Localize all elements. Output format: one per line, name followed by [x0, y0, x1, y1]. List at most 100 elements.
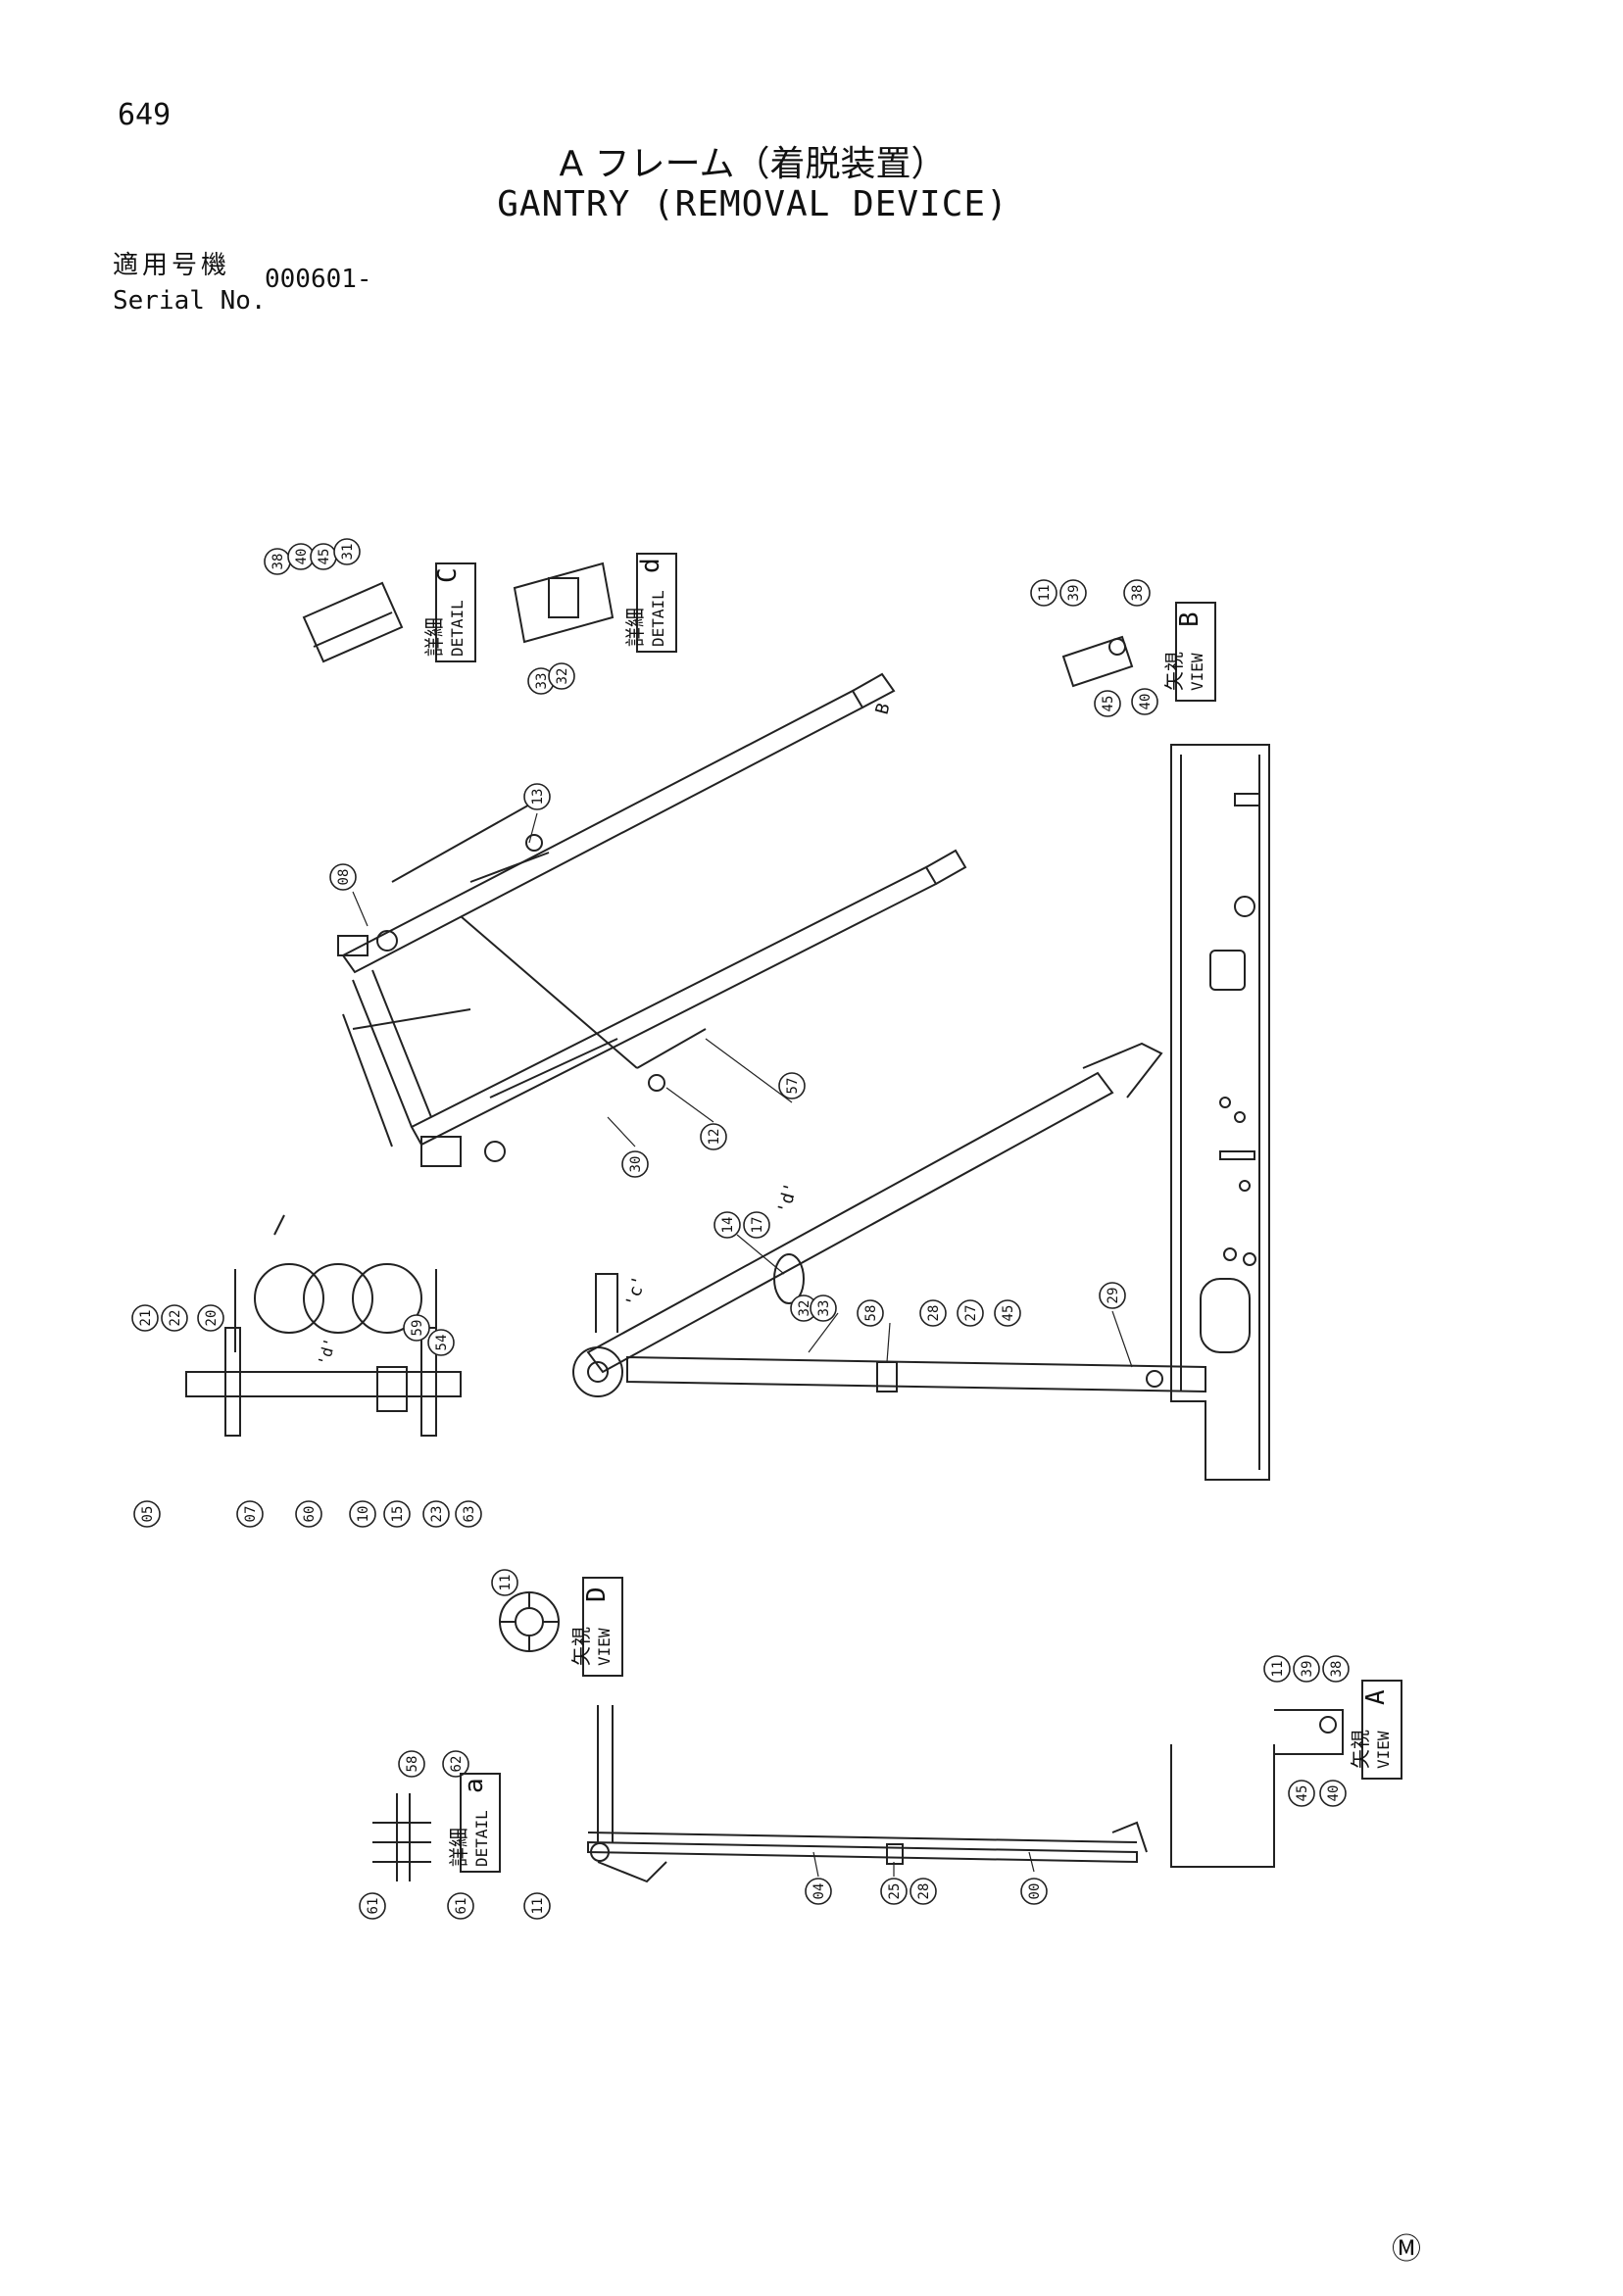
detail-d-part: [513, 562, 615, 644]
callout-circle-mid: [1099, 1282, 1126, 1309]
callout-number-left_assembly: 54: [434, 1335, 450, 1351]
main-column: [1170, 744, 1270, 1481]
callout-number-view_a: 11: [1270, 1661, 1286, 1678]
detail-c-jp: 詳細: [422, 617, 446, 657]
detail-c-letter: C: [433, 567, 463, 583]
callout-number-upper_frame: 12: [707, 1129, 722, 1146]
detail-c-en: DETAIL: [448, 600, 467, 657]
callout-number-mid: 45: [1001, 1305, 1016, 1322]
callout-number-left_assembly: 63: [462, 1506, 477, 1523]
callout-number-mid: 29: [1106, 1288, 1121, 1304]
view-b-jp: 矢視: [1162, 652, 1186, 691]
callout-number-view_a: 39: [1300, 1661, 1315, 1678]
callout-circle-mid: [743, 1211, 770, 1239]
callout-circle-view_a: [1319, 1780, 1347, 1807]
callout-number-detail_c: 38: [270, 554, 286, 570]
callout-number-detail_c: 40: [294, 549, 310, 565]
callout-circle-left_assembly: [383, 1500, 411, 1528]
upper-gantry-frame: [337, 672, 967, 1167]
callout-circle-view_a: [1322, 1655, 1350, 1683]
callout-circle-detail_a: [447, 1892, 474, 1920]
callout-number-mid: 58: [863, 1305, 879, 1322]
title-japanese: A フレーム（着脱装置）: [559, 144, 947, 184]
view-d-jp: 矢視: [569, 1627, 593, 1666]
callout-number-left_assembly: 15: [390, 1506, 406, 1523]
callout-circle-view_b: [1131, 688, 1158, 715]
callout-number-view_b: 39: [1066, 585, 1082, 602]
callout-number-bottom: 25: [887, 1883, 903, 1900]
bottom-assembly: [587, 1705, 1275, 1883]
view-a-en: VIEW: [1374, 1731, 1393, 1769]
callout-circle-mid: [810, 1295, 837, 1322]
callout-number-mid: 14: [720, 1217, 736, 1234]
callout-number-view_a: 40: [1326, 1785, 1342, 1802]
callout-circle-view_a: [1293, 1655, 1320, 1683]
callout-circle-detail_d: [548, 662, 575, 690]
callout-number-mid: 28: [926, 1305, 942, 1322]
callout-circle-left_assembly: [236, 1500, 264, 1528]
view-d-bushing: [499, 1591, 560, 1652]
callout-circle-left_assembly: [131, 1304, 159, 1332]
callout-number-view_b: 40: [1138, 694, 1154, 710]
callout-circle-view_b: [1059, 579, 1087, 607]
callout-number-detail_a: 61: [366, 1898, 381, 1915]
callout-circle-upper_frame: [523, 783, 551, 810]
callout-circle-bottom: [805, 1878, 832, 1905]
callout-number-upper_frame: 30: [628, 1156, 644, 1173]
serial-label-japanese: 適用号機: [113, 251, 231, 280]
callout-circle-view_a: [1288, 1780, 1315, 1807]
callout-number-detail_a: 58: [405, 1756, 420, 1773]
serial-label-english: Serial No.: [113, 286, 267, 316]
detail-c-part: [302, 581, 404, 663]
detail-a-jp: 詳細: [447, 1828, 470, 1867]
label-view-a: 矢視 VIEW A: [1349, 1680, 1402, 1780]
title-english: GANTRY (REMOVAL DEVICE): [497, 184, 1008, 224]
callout-circle-view_b: [1094, 690, 1121, 717]
callout-number-view_a: 45: [1295, 1785, 1310, 1802]
callout-circle-view_b: [1030, 579, 1057, 607]
callout-number-upper_frame: 57: [785, 1078, 801, 1095]
view-a-part: [1274, 1709, 1344, 1755]
callout-circle-left_assembly: [133, 1500, 161, 1528]
callout-number-view_b: 45: [1101, 696, 1116, 712]
note-d: 'd': [774, 1180, 803, 1216]
callout-number-left_assembly: 05: [140, 1506, 156, 1523]
callout-circle-detail_a: [442, 1750, 469, 1778]
callout-circle-bottom: [523, 1892, 551, 1920]
page-number: 649: [118, 98, 172, 132]
callout-number-left_assembly: 20: [204, 1310, 220, 1327]
callout-number-left_assembly: 22: [168, 1310, 183, 1327]
callout-number-detail_d: 33: [534, 673, 550, 690]
callout-circle-detail_a: [359, 1892, 386, 1920]
callout-circle-view_b: [1123, 579, 1151, 607]
callout-number-view_a: 38: [1329, 1661, 1345, 1678]
callout-circle-mid: [919, 1299, 947, 1327]
label-detail-c: 詳細 DETAIL C: [422, 562, 476, 662]
callout-number-upper_frame: 13: [530, 789, 546, 806]
callout-number-mid: 17: [750, 1217, 765, 1234]
callout-number-detail_c: 31: [340, 544, 356, 561]
label-detail-d: 詳細 DETAIL d: [623, 553, 677, 653]
callout-circle-upper_frame: [778, 1072, 806, 1099]
detail-a-letter: a: [460, 1778, 489, 1793]
callout-number-detail_a: 62: [449, 1756, 465, 1773]
callout-number-left_assembly: 21: [138, 1310, 154, 1327]
arrow-b-label: B: [872, 701, 895, 716]
callout-number-left_assembly: 60: [302, 1506, 318, 1523]
callout-circle-left_assembly: [295, 1500, 322, 1528]
callout-number-left_assembly: 07: [243, 1506, 259, 1523]
view-a-jp: 矢視: [1349, 1730, 1372, 1769]
callout-circle-mid: [713, 1211, 741, 1239]
detail-a-part: [372, 1793, 431, 1881]
callout-number-detail_c: 45: [317, 549, 332, 565]
callout-circle-mid: [957, 1299, 984, 1327]
shaft-assembly: [185, 1214, 462, 1437]
callout-circle-view_a: [1263, 1655, 1291, 1683]
callout-number-view_d: 11: [498, 1575, 514, 1591]
label-detail-a: 詳細 DETAIL a: [447, 1773, 501, 1873]
serial-value: 000601-: [265, 265, 372, 294]
callout-circle-detail_a: [398, 1750, 425, 1778]
manufacturer-mark: Ⓜ: [1392, 2232, 1421, 2267]
